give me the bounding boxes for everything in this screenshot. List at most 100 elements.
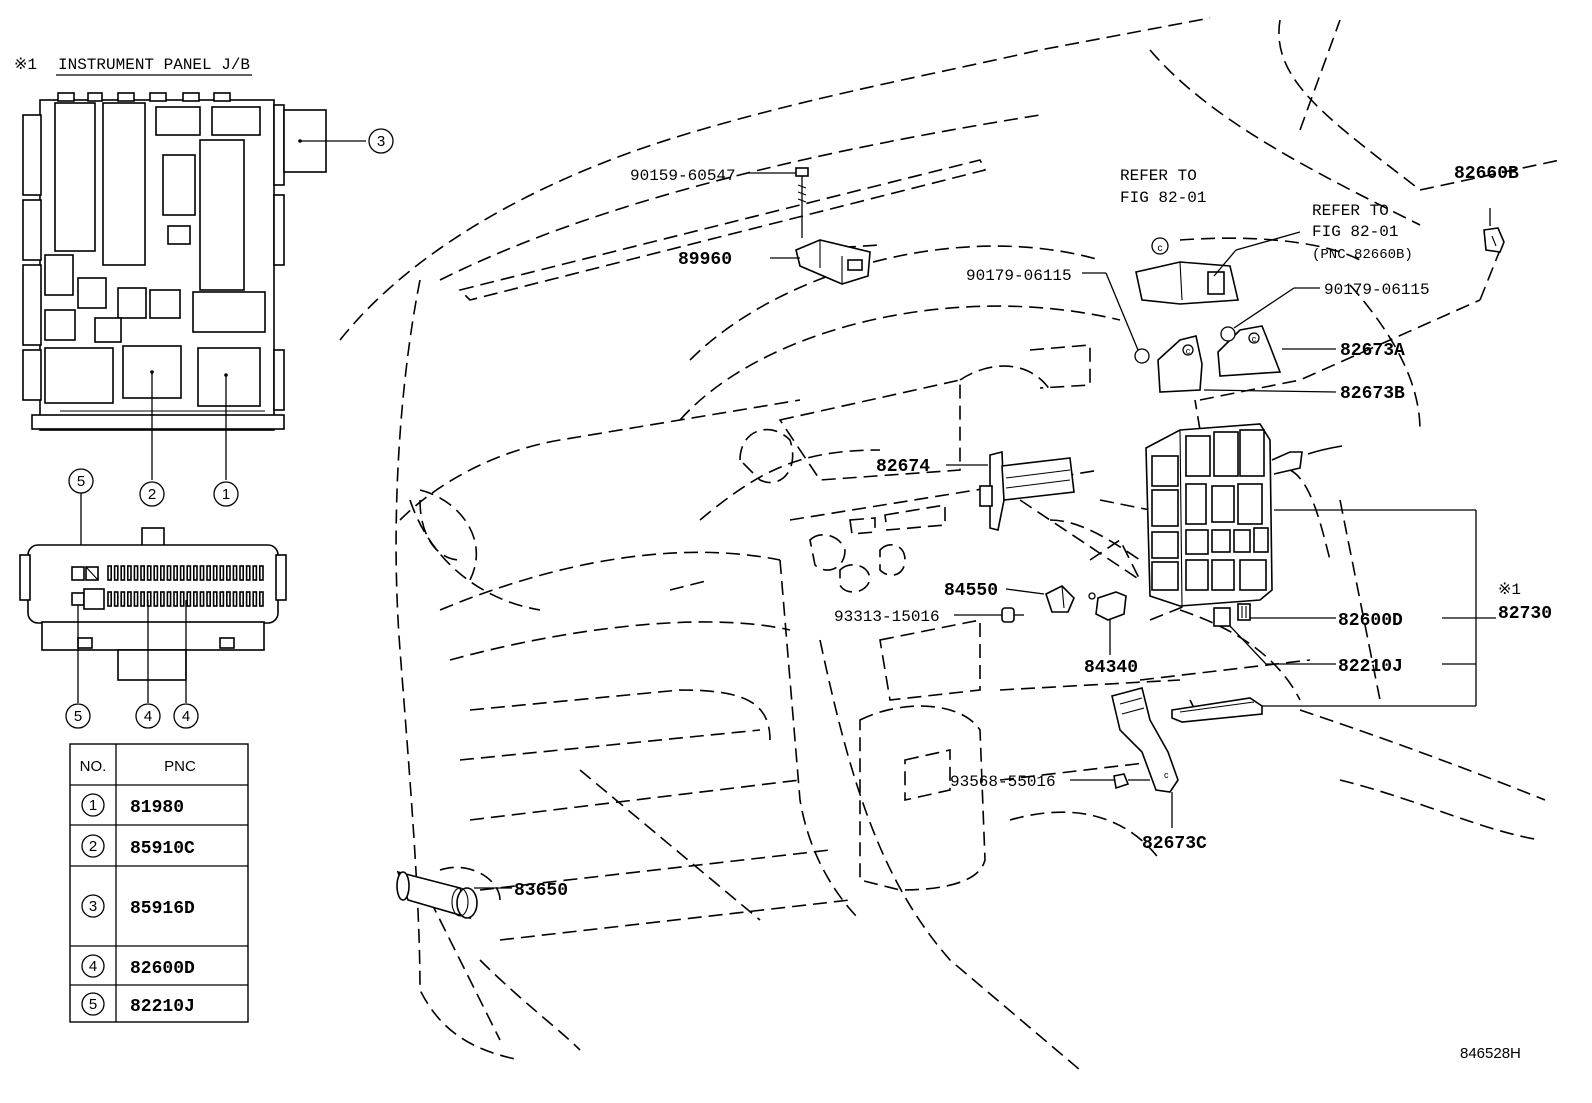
table-header-pnc: PNC bbox=[164, 758, 196, 775]
connector-pin bbox=[173, 591, 179, 607]
svg-text:c: c bbox=[1164, 770, 1169, 780]
connector-pin bbox=[166, 591, 172, 607]
table-row-no: 1 bbox=[89, 797, 97, 814]
connector-pin bbox=[206, 591, 212, 607]
label-83650: 83650 bbox=[514, 881, 568, 901]
label-82673B: 82673B bbox=[1340, 384, 1405, 404]
table-row-pnc: 82600D bbox=[130, 959, 195, 979]
connector-pin bbox=[219, 591, 225, 607]
table-row-pnc: 85910C bbox=[130, 839, 195, 859]
dashboard-outline bbox=[339, 17, 1561, 1071]
svg-text:c: c bbox=[1158, 243, 1163, 254]
connector-pin bbox=[127, 565, 132, 581]
jb-top-view: 3 2 1 bbox=[22, 92, 394, 507]
jb-side-view: 5 5 4 4 bbox=[19, 468, 287, 729]
bracket-82674 bbox=[979, 450, 1075, 531]
bracket-82673C: c bbox=[1111, 687, 1179, 793]
connector-pin bbox=[179, 591, 185, 607]
connector-pin bbox=[120, 565, 126, 581]
page-title: INSTRUMENT PANEL J/B bbox=[58, 56, 250, 74]
label-84340: 84340 bbox=[1084, 658, 1138, 678]
label-89960: 89960 bbox=[678, 250, 732, 270]
jb-side-body bbox=[27, 544, 279, 624]
connector-pin bbox=[127, 591, 132, 607]
callout-5-bottom: 5 bbox=[74, 708, 82, 725]
label-pnc-82660b: (PNC 82660B) bbox=[1312, 247, 1413, 263]
callout-2: 2 bbox=[148, 486, 156, 503]
label-82730-mark: ※1 bbox=[1498, 581, 1521, 599]
connector-pin bbox=[252, 591, 258, 607]
label-93313-15016: 93313-15016 bbox=[834, 608, 940, 626]
callout-circle bbox=[368, 128, 394, 154]
svg-text:c: c bbox=[1186, 346, 1191, 356]
connector-pin bbox=[258, 565, 264, 581]
connector-pin bbox=[173, 565, 179, 581]
connector-pin bbox=[160, 565, 165, 581]
cover-tray bbox=[1171, 697, 1263, 723]
bracket-refer-top: c bbox=[1135, 237, 1239, 305]
connector-pin bbox=[226, 591, 231, 607]
fuse-82600D bbox=[1237, 603, 1251, 621]
connector-pin bbox=[186, 591, 192, 607]
label-82600D: 82600D bbox=[1338, 611, 1403, 631]
screw-93313 bbox=[1001, 607, 1024, 623]
figure-code: 846528H bbox=[1460, 1045, 1521, 1062]
table-row-pnc: 82210J bbox=[130, 997, 195, 1017]
connector-pin bbox=[179, 565, 185, 581]
screw-93568 bbox=[1113, 773, 1150, 790]
connector-pin bbox=[133, 591, 139, 607]
callout-4-left: 4 bbox=[144, 708, 152, 725]
switch-84550 bbox=[1045, 585, 1075, 613]
callout-4-right: 4 bbox=[182, 708, 190, 725]
connector-pin bbox=[206, 565, 212, 581]
bolt-90159 bbox=[795, 167, 809, 238]
bracket-82673B: c bbox=[1134, 335, 1203, 393]
label-90159-60547: 90159-60547 bbox=[630, 167, 736, 185]
label-93568-55016: 93568-55016 bbox=[950, 773, 1056, 791]
connector-pin bbox=[232, 565, 238, 581]
table-row-no: 5 bbox=[89, 996, 97, 1013]
connector-pin bbox=[186, 565, 192, 581]
relay-82210J bbox=[1213, 607, 1231, 627]
connector-pin bbox=[245, 591, 251, 607]
callout-5-top: 5 bbox=[77, 473, 85, 490]
connector-pin bbox=[113, 591, 119, 607]
part-83650 bbox=[396, 870, 478, 920]
connector-pin bbox=[160, 591, 165, 607]
jb-base bbox=[31, 414, 285, 430]
connector-pin bbox=[239, 565, 245, 581]
label-refer-to-2: REFER TO bbox=[1312, 202, 1389, 220]
connector-pin bbox=[146, 591, 152, 607]
leader-lines bbox=[474, 172, 1496, 889]
connector-pin bbox=[107, 591, 113, 607]
connector-pin bbox=[107, 565, 113, 581]
pnc-table: NO. PNC 1 81980 2 85910C 3 85916D 4 8260… bbox=[69, 743, 249, 1023]
title-mark: ※1 bbox=[14, 56, 37, 74]
callout-1: 1 bbox=[222, 486, 230, 503]
connector-pin bbox=[193, 565, 198, 581]
connector-pin bbox=[140, 565, 146, 581]
table-row-no: 4 bbox=[89, 958, 97, 975]
connector-pin bbox=[146, 565, 152, 581]
junction-block-82730 bbox=[1145, 423, 1343, 607]
label-82210J: 82210J bbox=[1338, 657, 1403, 677]
connector-pin bbox=[199, 565, 205, 581]
table-header-no: NO. bbox=[80, 758, 107, 775]
connector-pin bbox=[232, 591, 238, 607]
connector-pin bbox=[193, 591, 198, 607]
table-row-pnc: 85916D bbox=[130, 899, 195, 919]
callout-3: 3 bbox=[377, 133, 385, 150]
connector-pin bbox=[153, 565, 159, 581]
label-fig-82-01-1: FIG 82-01 bbox=[1120, 189, 1206, 207]
label-82730: 82730 bbox=[1498, 604, 1552, 624]
clip-82660B bbox=[1483, 227, 1505, 253]
connector-pin bbox=[245, 565, 251, 581]
table-row-no: 3 bbox=[89, 898, 97, 915]
part-labels: 90159-60547 89960 REFER TO FIG 82-01 REF… bbox=[514, 164, 1552, 1062]
connector-pins bbox=[107, 565, 264, 607]
connector-pin bbox=[258, 591, 264, 607]
connector-pin bbox=[140, 591, 146, 607]
connector-pin bbox=[226, 565, 231, 581]
